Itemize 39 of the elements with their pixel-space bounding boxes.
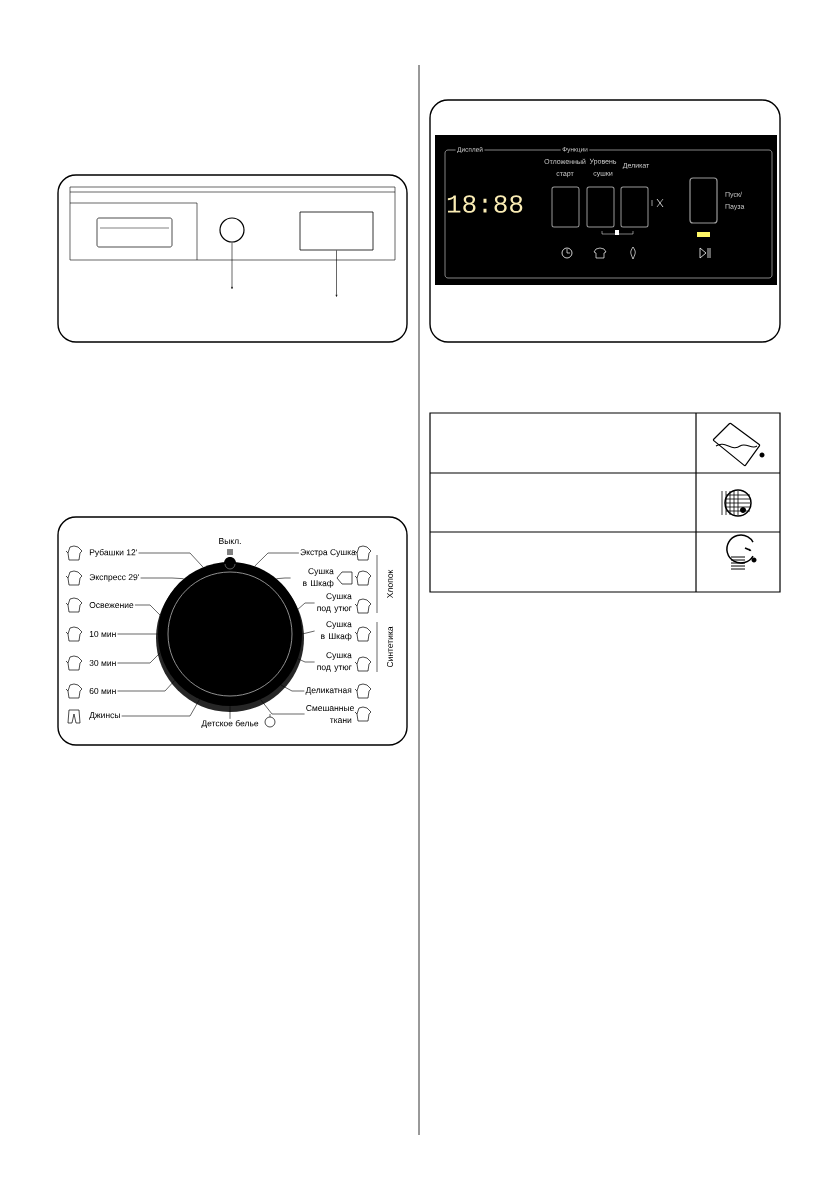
leader-line bbox=[134, 604, 161, 616]
leader-line bbox=[254, 552, 300, 567]
program-label: Джинсы bbox=[89, 712, 120, 720]
program-label: Детское белье bbox=[201, 720, 259, 728]
display-window bbox=[299, 211, 374, 251]
program-label: Деликатная bbox=[305, 687, 352, 695]
leader-line bbox=[297, 602, 315, 610]
leader-line bbox=[140, 577, 184, 579]
leader-line bbox=[117, 652, 161, 664]
program-label: Смешанные ткани bbox=[306, 705, 354, 723]
digit-display: 18:88 bbox=[447, 195, 523, 213]
arrow bbox=[231, 242, 233, 290]
leader-line bbox=[117, 633, 159, 635]
program-label: Сушка в Шкаф bbox=[321, 621, 352, 641]
leader-line bbox=[301, 630, 315, 635]
leader-line bbox=[121, 699, 200, 717]
program-label: Экстра Сушка bbox=[300, 549, 356, 557]
program-label: Сушка под утюг bbox=[317, 593, 352, 613]
category-label: Хлопок bbox=[387, 569, 393, 599]
program-label: 30 мин bbox=[89, 660, 116, 666]
dial-knob bbox=[156, 557, 304, 712]
leader-line bbox=[260, 699, 305, 715]
leader-line bbox=[297, 658, 315, 663]
program-label: Сушка в Шкаф bbox=[303, 568, 334, 588]
program-label: Экспресс 29' bbox=[89, 574, 139, 582]
leader-line bbox=[229, 705, 231, 720]
program-label: Освежение bbox=[89, 602, 134, 608]
leader-line bbox=[138, 552, 204, 568]
program-label: Рубашки 12' bbox=[89, 549, 137, 557]
leader-line bbox=[117, 680, 175, 692]
program-label: 10 мин bbox=[89, 631, 116, 637]
leader-line bbox=[280, 684, 305, 692]
arrow bbox=[335, 250, 338, 297]
program-label: Сушка под утюг bbox=[317, 652, 352, 672]
knob bbox=[219, 217, 245, 243]
leader-line bbox=[276, 577, 291, 579]
off-label: Выкл. bbox=[219, 538, 241, 544]
program-label: 60 мин bbox=[89, 688, 116, 694]
category-label: Синтетика bbox=[387, 626, 393, 668]
